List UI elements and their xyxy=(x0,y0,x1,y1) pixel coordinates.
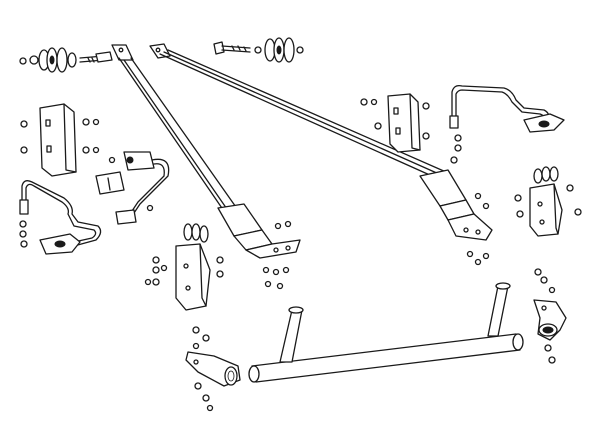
left-side-bracket xyxy=(192,326,214,412)
right-side-bracket xyxy=(534,268,556,364)
center-clamp xyxy=(533,299,567,341)
left-upper-mount-bushing xyxy=(19,47,113,73)
tube-end-clamp xyxy=(185,351,241,387)
right-mounting-bracket xyxy=(514,166,582,237)
left-shim-plate xyxy=(20,103,100,177)
right-diagonal-strut xyxy=(149,43,493,241)
right-upper-mount-bushing xyxy=(213,37,304,63)
left-mounting-bracket xyxy=(152,223,224,311)
right-shim-plate xyxy=(360,93,462,164)
fasteners xyxy=(144,192,490,290)
right-stay-rod xyxy=(449,84,565,133)
left-diagonal-strut xyxy=(111,44,301,259)
front-cross-tube xyxy=(248,282,524,383)
center-clamp-bracket xyxy=(95,151,170,225)
left-stay-rod xyxy=(19,180,102,255)
